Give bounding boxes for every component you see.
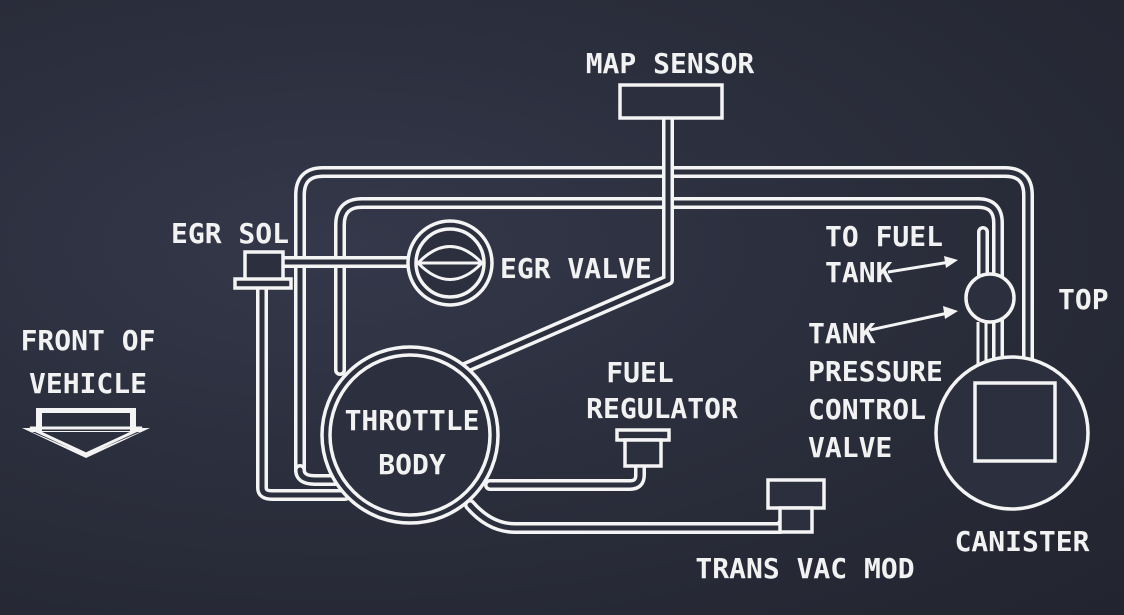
map-sensor (618, 83, 724, 120)
label-map-sensor: MAP SENSOR (586, 47, 755, 80)
fuel-regulator (615, 428, 671, 468)
label-tank-pcv-1: TANK (808, 317, 876, 350)
label-to-fuel-tank-1: TO FUEL (825, 220, 943, 253)
hose-egr-sol-throttle-inner (259, 282, 348, 498)
label-throttle-body-2: BODY (378, 448, 446, 481)
label-throttle-body-1: THROTTLE (345, 404, 480, 437)
label-front-of-vehicle-2: VEHICLE (29, 367, 147, 400)
label-tank-pcv-4: VALVE (808, 431, 892, 464)
label-egr-sol: EGR SOL (171, 217, 289, 250)
front-arrow-icon (22, 408, 150, 458)
throttle-body (320, 345, 500, 525)
hose-fuel-regulator-inner (487, 457, 643, 488)
label-egr-valve: EGR VALVE (500, 252, 652, 285)
label-to-fuel-tank-2: TANK (825, 256, 893, 289)
hose-map-sensor (454, 112, 674, 376)
vacuum-hoses (256, 112, 1034, 534)
labels: MAP SENSOR EGR SOL EGR VALVE TO FUEL TAN… (21, 47, 1109, 585)
hose-fuel-regulator (484, 454, 646, 491)
egr-valve (406, 219, 494, 307)
label-tank-pcv-3: CONTROL (808, 393, 926, 426)
label-front-of-vehicle-1: FRONT OF (21, 324, 156, 357)
pointer-lines (869, 256, 958, 332)
label-canister: CANISTER (955, 525, 1090, 558)
hose-trans-vac (464, 499, 796, 534)
label-trans-vac-mod: TRANS VAC MOD (695, 552, 914, 585)
label-fuel-regulator-1: FUEL (606, 356, 673, 389)
label-fuel-regulator-2: REGULATOR (586, 392, 738, 425)
egr-solenoid (233, 250, 293, 290)
hose-map-sensor-inner (457, 115, 671, 373)
hose-outer-join-inner (297, 467, 338, 483)
trans-vac-mod (766, 478, 826, 534)
canister (934, 355, 1090, 511)
label-tank-pcv-2: PRESSURE (808, 355, 943, 388)
hose-trans-vac-inner (467, 502, 793, 531)
label-top: TOP (1058, 283, 1109, 316)
